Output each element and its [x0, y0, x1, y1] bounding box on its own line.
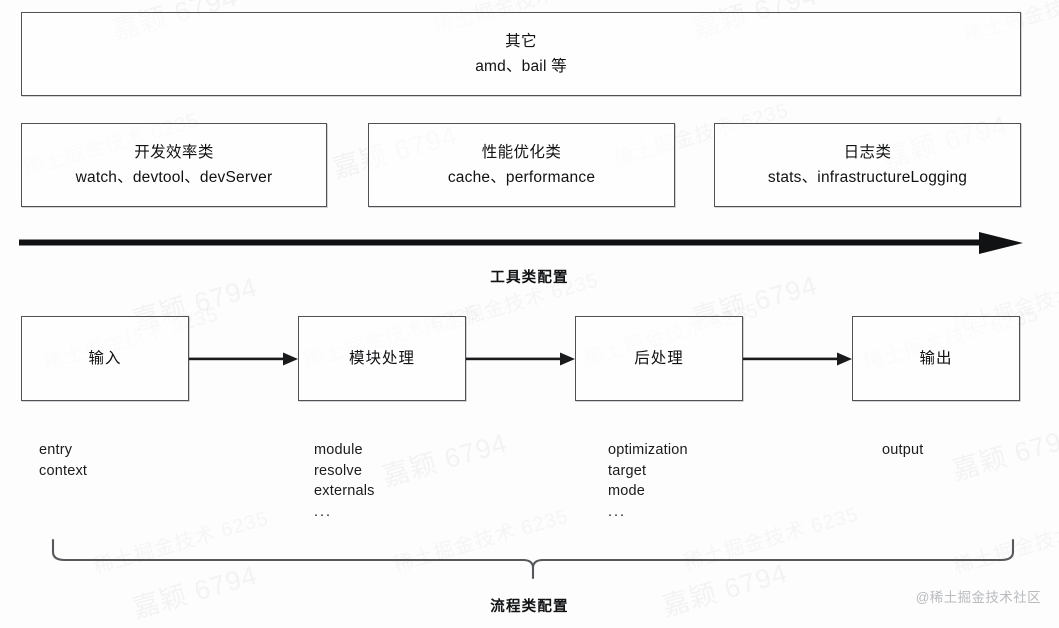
- category-box-other[interactable]: 其它 amd、bail 等: [21, 12, 1021, 96]
- category-title: 开发效率类: [134, 143, 214, 161]
- option-item: mode: [608, 483, 646, 500]
- flow-stage-title: 输出: [919, 349, 953, 367]
- option-item: output: [882, 442, 924, 458]
- category-box-performance[interactable]: 性能优化类 cache、performance: [368, 123, 675, 207]
- watermark-text: 嘉颖 6794: [379, 427, 511, 493]
- category-title: 日志类: [843, 143, 892, 161]
- option-item: entry: [39, 442, 73, 458]
- tool-section-label: 工具类配置: [490, 270, 569, 286]
- flow-stage-title: 输入: [88, 349, 122, 367]
- flow-stage-post-processing[interactable]: 后处理: [575, 316, 743, 401]
- category-title: 性能优化类: [481, 143, 562, 161]
- option-item: module: [314, 442, 363, 458]
- option-item: target: [608, 462, 647, 479]
- flow-section-brace-icon: [45, 538, 1021, 580]
- flow-stage-title: 后处理: [634, 349, 684, 367]
- option-item-ellipsis: ...: [314, 503, 333, 520]
- category-items: amd、bail 等: [475, 58, 567, 75]
- option-item: resolve: [314, 462, 363, 479]
- flow-options-output: output: [882, 440, 924, 461]
- option-item: optimization: [608, 442, 688, 458]
- flow-connector-arrow-icon: [743, 352, 852, 366]
- flow-stage-title: 模块处理: [348, 349, 415, 367]
- flow-options-module-processing: module resolve externals ...: [314, 440, 375, 522]
- flow-stage-input[interactable]: 输入: [21, 316, 189, 401]
- tool-section-arrow-icon: [19, 232, 1023, 254]
- flow-connector-arrow-icon: [466, 352, 575, 366]
- category-box-dev-efficiency[interactable]: 开发效率类 watch、devtool、devServer: [21, 123, 327, 207]
- flow-stage-module-processing[interactable]: 模块处理: [298, 316, 466, 401]
- category-box-logging[interactable]: 日志类 stats、infrastructureLogging: [714, 123, 1021, 207]
- category-title: 其它: [505, 32, 537, 50]
- flow-options-post-processing: optimization target mode ...: [608, 440, 688, 522]
- category-items: watch、devtool、devServer: [75, 169, 273, 186]
- category-items: stats、infrastructureLogging: [767, 169, 968, 186]
- flow-options-input: entry context: [39, 440, 87, 481]
- option-item-ellipsis: ...: [608, 503, 627, 520]
- flow-section-label: 流程类配置: [490, 599, 569, 615]
- watermark-text: 嘉颖 6794: [949, 421, 1059, 487]
- flow-stage-output[interactable]: 输出: [852, 316, 1020, 401]
- category-items: cache、performance: [447, 169, 596, 186]
- option-item: externals: [314, 483, 375, 500]
- source-credit: @稀土掘金技术社区: [915, 590, 1041, 605]
- flow-connector-arrow-icon: [189, 352, 298, 366]
- option-item: context: [39, 462, 88, 479]
